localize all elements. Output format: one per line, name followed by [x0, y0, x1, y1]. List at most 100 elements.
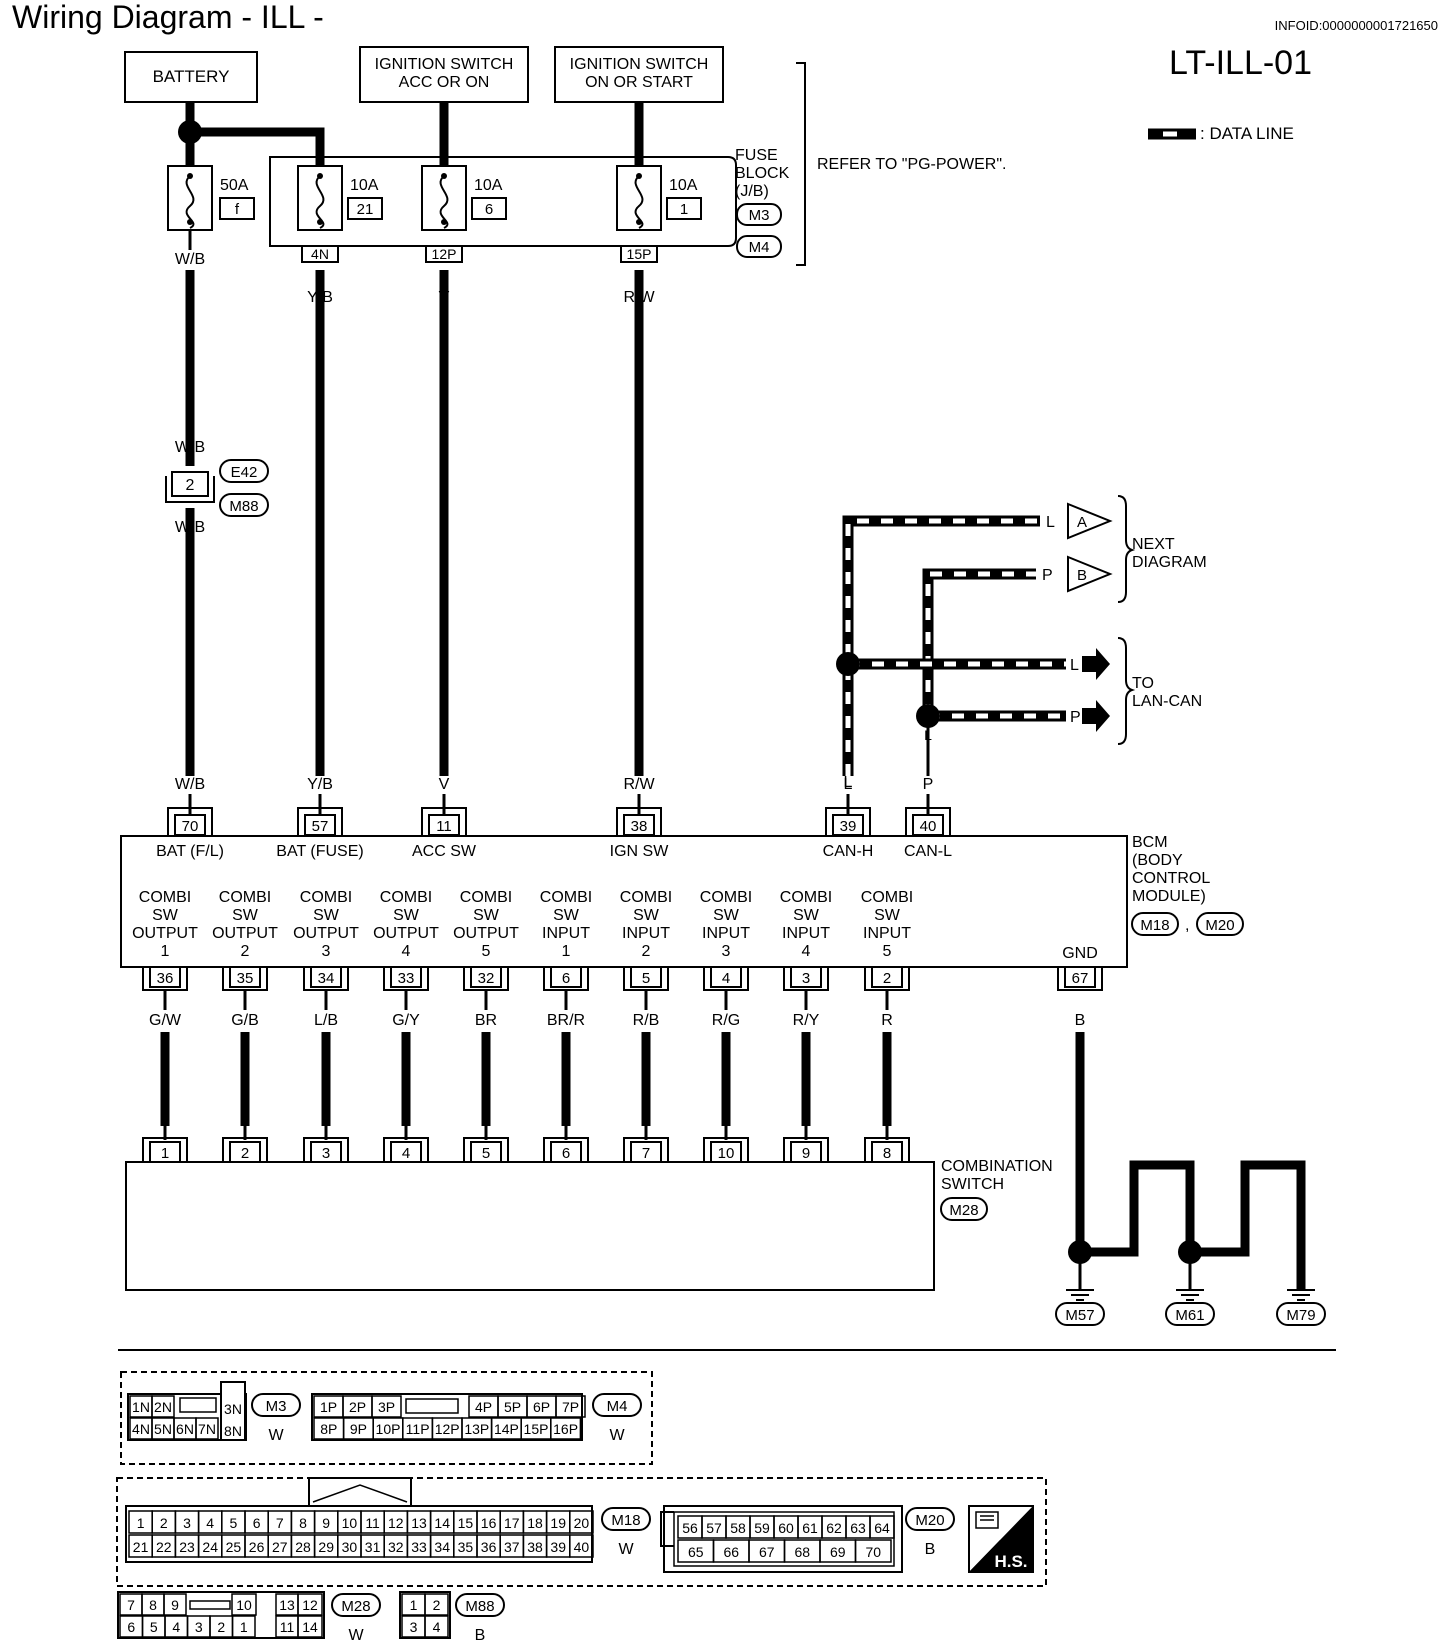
sw-pin-number: 9 — [802, 1145, 810, 1162]
connector-pin-label: 5 — [230, 1515, 238, 1531]
battery-label: BATTERY — [153, 67, 230, 86]
fuse-6-amps: 10A — [474, 177, 503, 194]
connector-pin-label: 15P — [524, 1421, 549, 1437]
connector-pin-label: 24 — [202, 1539, 218, 1555]
connector-pin-label: 4P — [475, 1399, 492, 1415]
joint-conn-1: E42 — [231, 464, 258, 481]
bcm-pin-label-l3: OUTPUT — [293, 925, 359, 942]
bcm-pin-label-l4: 5 — [482, 943, 491, 960]
connector-pin-label: 27 — [272, 1539, 288, 1555]
ign-on-label-1: IGNITION SWITCH — [570, 56, 709, 73]
can-l-splice — [916, 704, 940, 728]
bcm-pin-label-l2: SW — [793, 907, 820, 924]
bcm-pin-label-l2: SW — [232, 907, 259, 924]
connector-id: M18 — [611, 1512, 640, 1529]
fuse-21-wire: Y/B — [307, 289, 333, 306]
fuse-50a-amps: 50A — [220, 177, 249, 194]
connector-cell — [550, 1417, 582, 1440]
ground-m57: M57 — [1065, 1307, 1094, 1324]
connector-pin-label: 16P — [553, 1421, 578, 1437]
connector-pin-label: 9 — [322, 1515, 330, 1531]
fuse-21-pin: 4N — [311, 246, 329, 262]
bcm-pin-label-l4: 5 — [883, 943, 892, 960]
connector-pin-label: 31 — [365, 1539, 381, 1555]
connector-id: M28 — [341, 1598, 370, 1615]
connector-pin-label: 11 — [280, 1619, 295, 1635]
combination-switch-l1: COMBINATION — [941, 1158, 1053, 1175]
connector-pin-label: 38 — [527, 1539, 543, 1555]
bcm-pin-label-l3: INPUT — [622, 925, 670, 942]
bcm-bottom-wire-label: R/B — [633, 1012, 660, 1029]
joint-wire-top: W/B — [175, 439, 205, 456]
connector-pin-label: 7 — [276, 1515, 284, 1531]
bcm-bottom-wire-label: G/Y — [392, 1012, 420, 1029]
bcm-bottom-pin-number: 35 — [237, 970, 254, 987]
connector-pin-label: 28 — [295, 1539, 311, 1555]
connector-pin-label: 11P — [406, 1421, 430, 1437]
bcm-conn-2: M20 — [1205, 917, 1234, 934]
ground-wire-4: B — [1240, 1203, 1251, 1220]
connector-id: M3 — [266, 1398, 287, 1415]
bcm-gnd-pin: 67 — [1072, 970, 1089, 987]
sw-pin-housing — [303, 1137, 349, 1162]
ground-symbol-1 — [1066, 1289, 1094, 1301]
connector-pin-label: 2N — [154, 1399, 172, 1415]
ground-wire-2: B — [1129, 1203, 1140, 1220]
fuse-21-amps: 10A — [350, 177, 379, 194]
bcm-bottom-pin-2: COMBISWINPUT52R8OUTPUT5 — [854, 889, 920, 1202]
connector-pin-label: 65 — [688, 1544, 704, 1560]
connector-pin-label: 3N — [224, 1401, 242, 1417]
fuse-1-wire: R/W — [623, 289, 655, 306]
fuse-block-conn-2: M4 — [749, 239, 770, 256]
joint-connector: W/B 2 E42 M88 W/B — [165, 439, 269, 536]
connector-cell — [569, 1510, 594, 1534]
next-diagram-l2: DIAGRAM — [1132, 554, 1207, 571]
bcm-pin-label-l4: 4 — [802, 943, 811, 960]
pin-box — [871, 966, 903, 988]
sw-pin-number: 4 — [402, 1145, 410, 1162]
connector-pin-label: 6 — [127, 1619, 135, 1635]
joint-wire-bottom: W/B — [175, 519, 205, 536]
hs-label: H.S. — [994, 1552, 1027, 1571]
connector-pin-label: 18 — [527, 1515, 543, 1531]
connector-id-oval — [905, 1507, 955, 1531]
pin-box — [310, 966, 342, 988]
bcm-top-pin-label: ACC SW — [412, 843, 477, 860]
ign-acc-label-2: ACC OR ON — [399, 74, 490, 91]
bcm-name-1: BCM — [1132, 834, 1168, 851]
connector-pin-label: 60 — [778, 1520, 794, 1536]
can-lan-l-letter: L — [1070, 657, 1079, 674]
ign-on-label-2: ON OR START — [585, 74, 693, 91]
info-id: INFOID:0000000001721650 — [1275, 18, 1438, 33]
bcm-top-pin-number: 70 — [182, 818, 199, 835]
fuse-6-id: 6 — [485, 201, 493, 218]
bcm-pin-label-l3: INPUT — [702, 925, 750, 942]
bcm-gnd: GND 67 B — [1057, 945, 1103, 1200]
bcm-pin-label-l4: 1 — [562, 943, 571, 960]
bcm-pin-label-l3: INPUT — [542, 925, 590, 942]
bcm-pin-label-l4: 2 — [642, 943, 651, 960]
connector-pin-label: 7N — [198, 1421, 216, 1437]
bcm-bottom-wire-label: L/B — [314, 1012, 338, 1029]
connector-pin-label: 14 — [434, 1515, 450, 1531]
bcm-top-wire-label: R/W — [623, 776, 655, 793]
connector-pin-label: 66 — [723, 1544, 739, 1560]
connector-pin-label: 20 — [574, 1515, 590, 1531]
connector-pin-label: 3 — [183, 1515, 191, 1531]
connector-pin-label: 56 — [682, 1520, 698, 1536]
connector-pin-label: 8 — [299, 1515, 307, 1531]
connector-pin-label: 1P — [320, 1399, 337, 1415]
bcm-pin-label-l1: COMBI — [861, 889, 913, 906]
bcm-conn-1: M18 — [1140, 917, 1169, 934]
connector-pin-label: 34 — [434, 1539, 450, 1555]
connector-pin-label: 35 — [458, 1539, 474, 1555]
connector-pin-label: 4 — [433, 1619, 441, 1635]
bcm-top-pin-number: 40 — [920, 818, 937, 835]
sw-pin-number: 10 — [718, 1145, 735, 1162]
